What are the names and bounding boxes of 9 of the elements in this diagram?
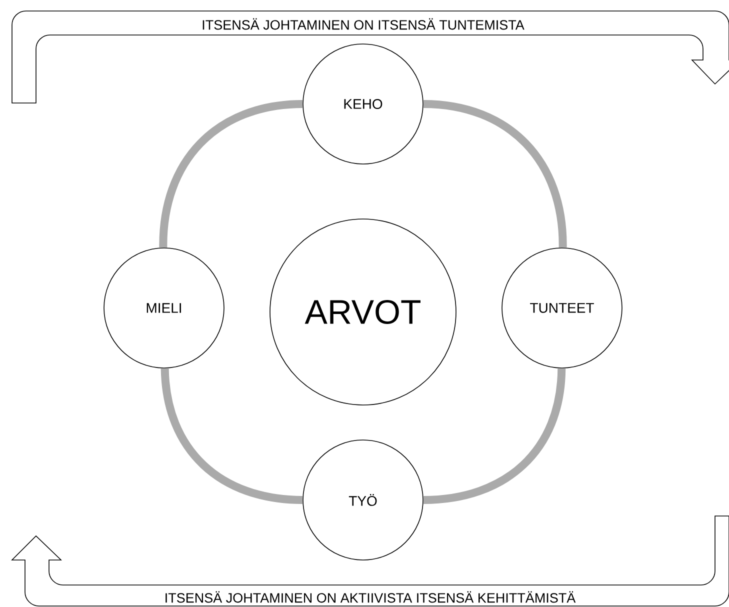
ring-arc — [423, 368, 566, 504]
ring-arc — [423, 100, 567, 248]
circle-node: MIELI — [104, 248, 224, 368]
circle-node: KEHO — [302, 44, 424, 164]
circle-node: TYÖ — [302, 440, 424, 560]
ring-arc — [160, 368, 303, 504]
circle-node: TUNTEET — [502, 248, 622, 368]
ring-arc — [159, 100, 303, 248]
circle-node: ARVOT — [270, 218, 456, 406]
